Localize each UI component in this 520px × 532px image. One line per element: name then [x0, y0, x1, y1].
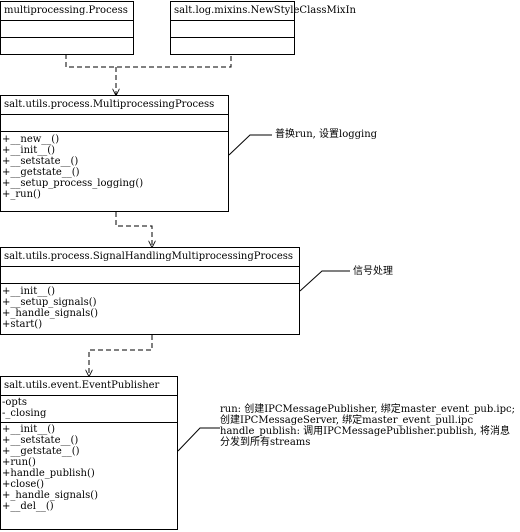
- method-item: +__init__(): [2, 145, 56, 156]
- class-event-publisher: salt.utils.event.EventPublisher -opts -_…: [0, 376, 178, 530]
- class-name: salt.utils.process.MultiprocessingProces…: [4, 99, 215, 110]
- note-sig: 信号处理: [353, 266, 393, 277]
- method-item: +__setstate__(): [2, 435, 79, 446]
- method-item: +__setup_signals(): [2, 297, 97, 308]
- method-item: +__new__(): [2, 134, 60, 145]
- attribute-item: -_closing: [2, 408, 47, 419]
- methods-section: [171, 37, 294, 57]
- note-pub-line: run: 创建IPCMessagePublisher, 绑定master_eve…: [220, 404, 515, 415]
- note-connector-pub: [177, 427, 220, 452]
- class-multiprocessing-process: multiprocessing.Process: [0, 1, 134, 55]
- inheritance-edge-mp-to-sig: [115, 212, 152, 247]
- method-item: +close(): [2, 479, 45, 490]
- class-new-style-class-mixin: salt.log.mixins.NewStyleClassMixIn: [170, 1, 356, 57]
- attributes-section: [1, 266, 299, 283]
- method-item: +run(): [2, 457, 36, 468]
- inheritance-edge-sig-to-pub: [89, 335, 153, 376]
- class-signal-handling-multiprocessing-process: salt.utils.process.SignalHandlingMultipr…: [0, 247, 300, 335]
- method-item: +start(): [2, 319, 43, 330]
- attributes-section: [1, 114, 228, 131]
- method-item: +_handle_signals(): [2, 308, 99, 319]
- note-pub-line: 创建IPCMessageServer, 绑定master_event_pull.…: [220, 415, 474, 426]
- note-pub: run: 创建IPCMessagePublisher, 绑定master_eve…: [220, 404, 515, 448]
- method-item: +__setup_process_logging(): [2, 178, 144, 189]
- note-connector-mp: [228, 134, 272, 156]
- method-item: +__init__(): [2, 424, 56, 435]
- class-name: salt.log.mixins.NewStyleClassMixIn: [174, 5, 356, 16]
- methods-section: [1, 37, 133, 57]
- note-pub-line: 分发到所有streams: [220, 437, 311, 448]
- class-multiprocessing-process-salt: salt.utils.process.MultiprocessingProces…: [0, 95, 229, 212]
- attributes-section: [171, 20, 294, 37]
- method-item: +__getstate__(): [2, 167, 80, 178]
- class-name: multiprocessing.Process: [4, 5, 128, 16]
- attributes-section: [1, 20, 133, 37]
- methods-section: +__init__() +__setup_signals() +_handle_…: [1, 283, 299, 330]
- method-item: +_run(): [2, 189, 41, 200]
- methods-section: +__init__() +__setstate__() +__getstate_…: [1, 422, 177, 512]
- methods-section: +__new__() +__init__() +__setstate__() +…: [1, 131, 228, 200]
- attributes-section: -opts -_closing: [1, 395, 177, 422]
- method-item: +__getstate__(): [2, 446, 80, 457]
- class-name: salt.utils.process.SignalHandlingMultipr…: [4, 251, 294, 262]
- method-item: +__init__(): [2, 286, 56, 297]
- note-mp: 普换run, 设置logging: [275, 129, 378, 140]
- note-pub-line: handle_publish: 调用IPCMessagePublisher.pu…: [220, 426, 511, 437]
- class-name: salt.utils.event.EventPublisher: [4, 380, 160, 391]
- method-item: +_handle_signals(): [2, 490, 99, 501]
- attribute-item: -opts: [2, 397, 27, 408]
- method-item: +__setstate__(): [2, 156, 79, 167]
- method-item: +__del__(): [2, 501, 54, 512]
- note-connector-sig: [299, 270, 350, 292]
- inheritance-edge-process-to-mp: [65, 54, 232, 68]
- method-item: +handle_publish(): [2, 468, 95, 479]
